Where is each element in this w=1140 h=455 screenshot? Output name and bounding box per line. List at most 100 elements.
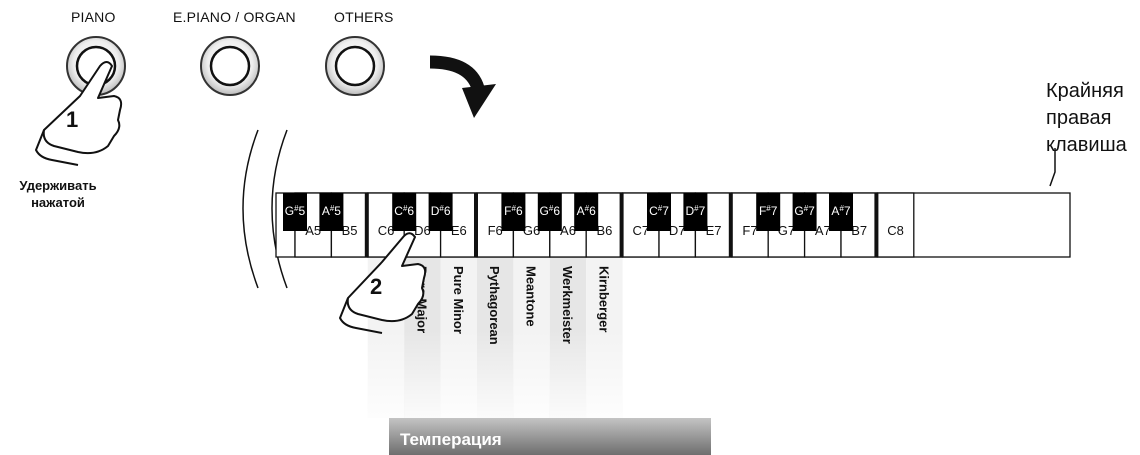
black-key-label: C#7 [649,204,669,218]
sharp-symbol: # [658,204,663,213]
black-key-note: F [759,204,766,218]
rightmost-key-label-line3: клавиша [1046,134,1127,156]
octave-divider [728,193,733,257]
white-key-label: D6 [414,223,431,238]
temperament-column-fade [549,330,587,418]
black-key-body [537,193,562,231]
black-key-octave: 6 [589,204,596,218]
black-key-label: G#6 [540,204,561,218]
octave-divider [474,193,478,257]
black-key-A-sharp-7[interactable]: A#7 [829,193,853,231]
white-key-C8[interactable]: C8 [876,192,915,258]
break-marks [242,129,288,289]
black-key-A-sharp-6[interactable]: A#6 [574,193,599,231]
epiano-organ-button-label: E.PIANO / ORGAN [173,9,296,25]
white-key-label: F6 [488,223,503,238]
temperament-label: Meantone [524,266,539,327]
black-key-octave: 6 [407,204,414,218]
hold-caption: Удерживать нажатой [8,177,108,211]
black-key-F-sharp-7[interactable]: F#7 [756,193,781,231]
black-key-A-sharp-5[interactable]: A#5 [319,193,344,231]
sharp-symbol: # [549,204,554,213]
black-key-D-sharp-6[interactable]: D#6 [428,193,453,231]
temperament-column-fade [586,330,623,418]
temperament-label: Kirnberger [596,266,611,332]
white-key-label: C8 [887,223,904,238]
black-key-note: G [794,204,803,218]
black-key-label: G#5 [285,204,306,218]
black-key-body [501,193,526,231]
black-key-label: D#7 [685,204,705,218]
black-key-label: D#6 [431,204,451,218]
black-key-label: A#6 [577,204,596,218]
black-key-body [756,193,781,231]
rightmost-key-label-line2: правая [1046,107,1112,129]
temperament-footer-label: Темперация [400,430,502,449]
black-key-G-sharp-7[interactable]: G#7 [792,193,817,231]
hold-caption-line1: Удерживать [19,178,97,193]
sharp-symbol: # [439,204,444,213]
black-key-C-sharp-7[interactable]: C#7 [647,193,671,231]
black-key-body [392,193,417,231]
hand-pointer-2-icon: 2 [339,232,427,334]
black-key-note: D [431,204,440,218]
sharp-symbol: # [804,204,809,213]
black-key-octave: 7 [771,204,778,218]
black-key-G-sharp-6[interactable]: G#6 [537,193,562,231]
octave-divider [364,193,369,257]
white-key-label: D7 [669,223,686,238]
black-key-label: A#5 [322,204,341,218]
sharp-symbol: # [294,204,299,213]
black-key-D-sharp-7[interactable]: D#7 [683,193,708,231]
black-key-note: G [285,204,294,218]
black-key-G-sharp-5[interactable]: G#5 [283,193,307,231]
curved-arrow-icon [429,55,496,118]
black-key-body [428,193,453,231]
piano-button-label: PIANO [71,9,116,25]
temperament-label: Pythagorean [487,266,502,345]
black-key-note: G [540,204,549,218]
black-key-body [647,193,671,231]
white-key-label: E7 [706,223,722,238]
octave-divider [874,193,879,257]
temperament-column-fade [440,330,477,418]
hand-pointer-1-icon: 1 [35,61,123,166]
temperament-footer-bar [389,418,711,455]
black-key-octave: 7 [662,204,669,218]
epiano-organ-button[interactable] [200,36,260,96]
black-key-octave: 6 [553,204,560,218]
white-key-label: B5 [342,223,358,238]
piano-button[interactable] [66,36,126,96]
temperament-option: Kirnberger [586,257,623,418]
sharp-symbol: # [585,204,590,213]
black-key-octave: 7 [699,204,706,218]
black-key-note: C [394,204,403,218]
black-key-octave: 6 [516,204,523,218]
sharp-symbol: # [403,204,408,213]
black-key-octave: 7 [808,204,815,218]
black-key-body [574,193,599,231]
black-key-note: A [322,204,330,218]
temperament-column-fade [513,330,550,418]
black-key-C-sharp-6[interactable]: C#6 [392,193,417,231]
black-key-octave: 5 [299,204,306,218]
hold-caption-line2: нажатой [31,195,85,210]
sharp-symbol: # [839,204,844,213]
sharp-symbol: # [694,204,699,213]
black-key-label: F#7 [759,204,778,218]
rightmost-key-label-line1: Крайняя [1046,80,1124,102]
white-key-label: E6 [451,223,467,238]
white-key-label: A5 [305,223,321,238]
white-key-label: A7 [815,223,831,238]
black-key-F-sharp-6[interactable]: F#6 [501,193,526,231]
octave-divider [619,193,624,257]
black-key-note: A [831,204,839,218]
others-button[interactable] [325,36,385,96]
temperament-option: Meantone [513,257,550,418]
black-key-label: C#6 [394,204,414,218]
black-key-label: F#6 [504,204,523,218]
sharp-symbol: # [512,204,517,213]
temperament-column-fade [477,330,514,418]
